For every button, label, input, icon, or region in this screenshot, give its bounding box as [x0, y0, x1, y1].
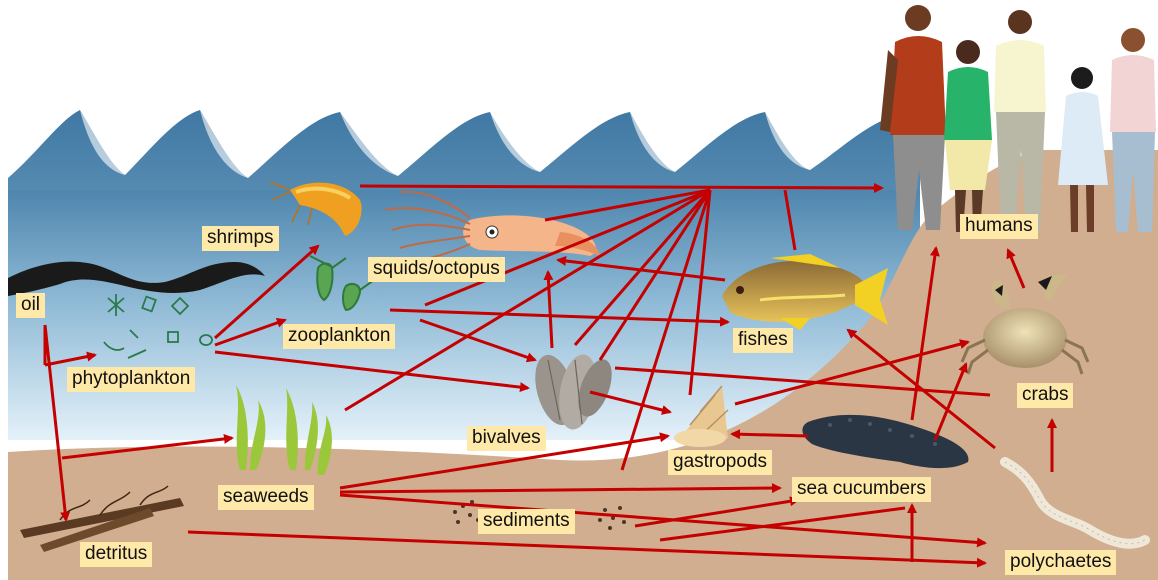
arrow-shrimps-humans [360, 186, 882, 188]
label-crabs: crabs [1017, 383, 1073, 408]
label-squids-octopus: squids/octopus [368, 257, 505, 282]
label-shrimps: shrimps [202, 226, 279, 251]
label-seaweeds: seaweeds [218, 485, 314, 510]
label-bivalves: bivalves [467, 426, 546, 451]
label-sea-cucumbers: sea cucumbers [792, 477, 931, 502]
label-fishes: fishes [733, 328, 793, 353]
label-phytoplankton: phytoplankton [67, 367, 195, 392]
label-polychaetes: polychaetes [1005, 550, 1116, 575]
label-zooplankton: zooplankton [283, 324, 395, 349]
label-humans: humans [960, 214, 1038, 239]
label-oil: oil [16, 293, 45, 318]
label-sediments: sediments [478, 509, 575, 534]
label-detritus: detritus [80, 542, 152, 567]
arrow-seacuc-gastro [732, 434, 808, 436]
label-gastropods: gastropods [668, 450, 772, 475]
